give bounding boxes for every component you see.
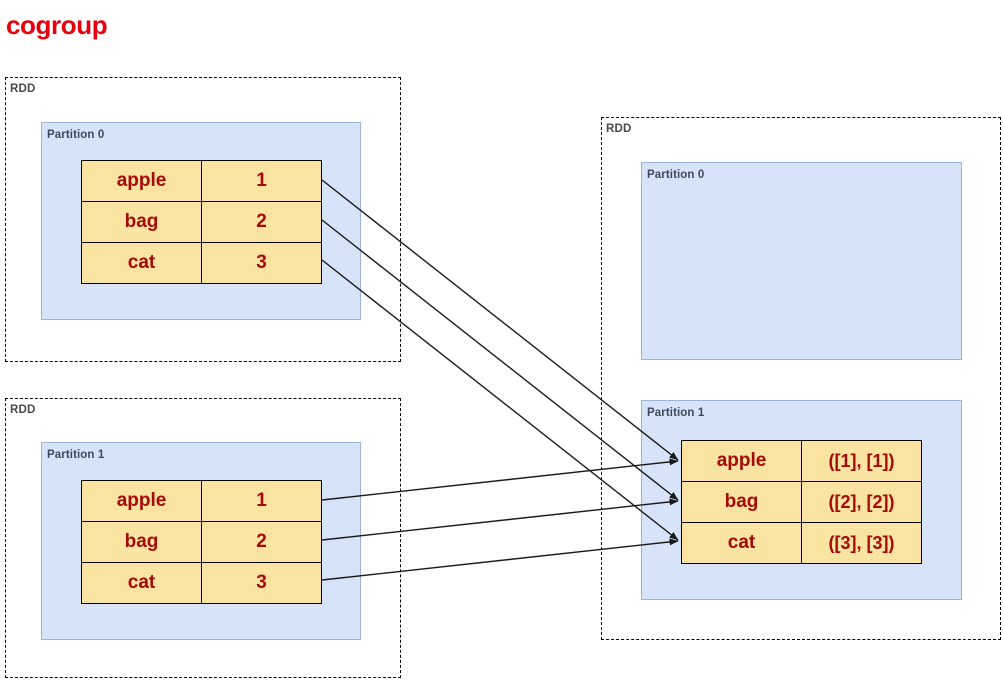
rdd-label: RDD (606, 123, 632, 135)
cell-key: cat (81, 562, 202, 604)
table-row: cat 3 (81, 242, 322, 284)
cell-value: ([1], [1]) (801, 440, 922, 482)
cell-value: ([2], [2]) (801, 481, 922, 523)
cell-key: cat (681, 522, 802, 564)
cell-value: 2 (201, 201, 322, 243)
cell-value: 2 (201, 521, 322, 563)
cell-value: ([3], [3]) (801, 522, 922, 564)
partition-label: Partition 1 (47, 449, 105, 461)
table-row: apple ([1], [1]) (681, 440, 922, 482)
cell-value: 3 (201, 242, 322, 284)
partition-label: Partition 1 (647, 407, 705, 419)
table-output: apple ([1], [1]) bag ([2], [2]) cat ([3]… (681, 440, 922, 564)
table-input-top: apple 1 bag 2 cat 3 (81, 160, 322, 284)
table-row: bag 2 (81, 201, 322, 243)
cell-key: cat (81, 242, 202, 284)
table-row: cat ([3], [3]) (681, 522, 922, 564)
rdd-label: RDD (10, 404, 36, 416)
cell-key: apple (81, 160, 202, 202)
cell-value: 1 (201, 480, 322, 522)
partition-label: Partition 0 (47, 129, 105, 141)
table-input-bottom: apple 1 bag 2 cat 3 (81, 480, 322, 604)
table-row: apple 1 (81, 480, 322, 522)
cell-key: apple (81, 480, 202, 522)
partition-output-0: Partition 0 (641, 162, 962, 360)
cell-key: bag (681, 481, 802, 523)
table-row: bag ([2], [2]) (681, 481, 922, 523)
partition-label: Partition 0 (647, 169, 705, 181)
cell-value: 1 (201, 160, 322, 202)
table-row: apple 1 (81, 160, 322, 202)
cell-key: apple (681, 440, 802, 482)
table-row: cat 3 (81, 562, 322, 604)
cell-value: 3 (201, 562, 322, 604)
cell-key: bag (81, 521, 202, 563)
rdd-label: RDD (10, 83, 36, 95)
cell-key: bag (81, 201, 202, 243)
page-title: cogroup (6, 10, 108, 40)
table-row: bag 2 (81, 521, 322, 563)
